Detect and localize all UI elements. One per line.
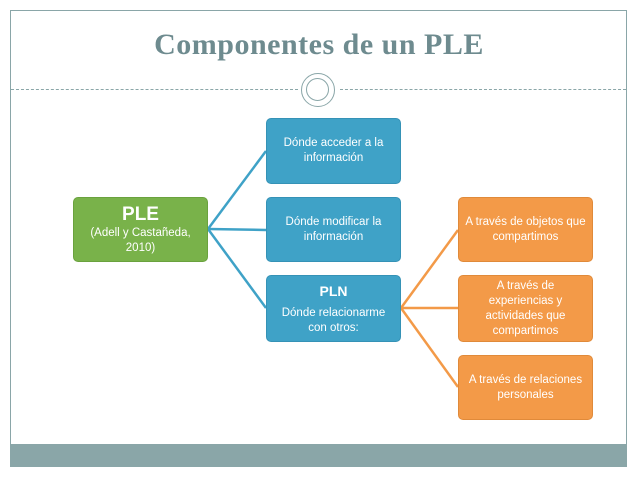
- branch-node-modify: Dónde modificar la información: [266, 197, 401, 262]
- branch-1-text: Dónde acceder a la información: [283, 137, 384, 164]
- branch-2-text: Dónde modificar la información: [285, 215, 382, 243]
- title-divider-left: [11, 89, 298, 90]
- connector-pln-to-child-3: [399, 307, 460, 388]
- branch-node-access: Dónde acceder a la información: [266, 118, 401, 184]
- circle-ornament-icon: [301, 73, 335, 107]
- footer-bar: [10, 444, 627, 467]
- root-connectors: [206, 150, 268, 309]
- connector-root-to-branch-3: [206, 228, 268, 309]
- connector-root-to-branch-1: [206, 150, 268, 230]
- child-node-relations: A través de relaciones personales: [458, 355, 593, 420]
- pln-connectors: [399, 229, 460, 388]
- root-node-ple: PLE (Adell y Castañeda, 2010): [73, 197, 208, 262]
- branch-node-pln: PLN Dónde relacionarme con otros:: [266, 275, 401, 342]
- connector-pln-to-child-1: [399, 229, 460, 309]
- child-2-text: A través de experiencias y actividades q…: [485, 279, 566, 337]
- child-3-text: A través de relaciones personales: [468, 373, 583, 401]
- title-divider-right: [340, 89, 626, 90]
- circle-ornament-inner: [306, 78, 329, 101]
- slide-title: Componentes de un PLE: [154, 28, 484, 61]
- child-node-experiences: A través de experiencias y actividades q…: [458, 275, 593, 342]
- child-node-objects: A través de objetos que compartimos: [458, 197, 593, 262]
- child-1-text: A través de objetos que compartimos: [465, 215, 586, 243]
- connector-root-to-branch-2: [207, 227, 267, 232]
- branch-3-heading: PLN: [319, 282, 348, 299]
- root-subtitle: (Adell y Castañeda, 2010): [90, 226, 191, 254]
- root-heading: PLE: [122, 203, 159, 225]
- branch-3-text: Dónde relacionarme con otros:: [281, 306, 386, 334]
